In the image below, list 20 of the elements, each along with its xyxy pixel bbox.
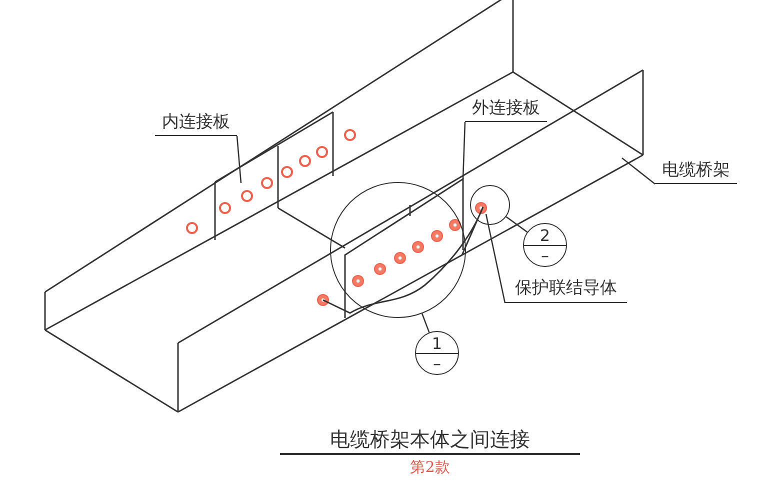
part-label: 内连接板 xyxy=(155,110,237,136)
part-label: 保护联结导体 xyxy=(505,276,627,303)
detail-reference-symbol xyxy=(523,223,567,267)
caption: 第2款 xyxy=(409,458,451,477)
leader-line xyxy=(622,157,656,185)
leader-line xyxy=(506,216,528,233)
bonding-conductor xyxy=(320,204,486,316)
leader-line xyxy=(485,214,506,304)
part-label: 电缆桥架 xyxy=(655,158,737,184)
detail-number: 2 xyxy=(524,226,566,246)
detail-circle xyxy=(470,185,510,225)
sheet-number: – xyxy=(540,246,550,264)
leader-line xyxy=(462,122,466,180)
leader-line xyxy=(421,313,430,333)
diagram-title: 电缆桥架本体之间连接 xyxy=(280,425,580,455)
detail-reference-symbol xyxy=(415,331,459,375)
leader-line xyxy=(236,136,242,184)
sheet-number: – xyxy=(432,354,442,372)
part-label: 外连接板 xyxy=(465,96,547,122)
detail-number: 1 xyxy=(416,334,458,354)
